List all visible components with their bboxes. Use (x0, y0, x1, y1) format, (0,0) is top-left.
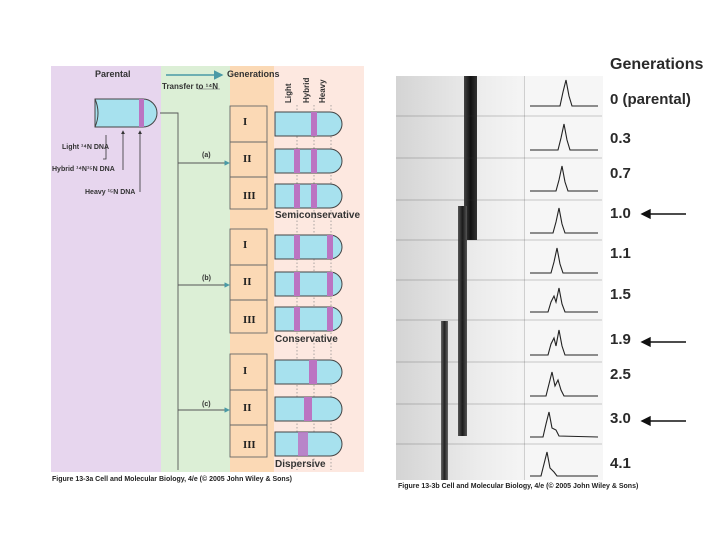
dna-label-heavy: Heavy ¹⁵N DNA (85, 189, 136, 196)
generation-label-4: 1.1 (610, 245, 631, 262)
tubes (274, 111, 343, 457)
gen-a-2: II (243, 155, 252, 165)
profile-strip (524, 76, 603, 480)
gen-b-2: II (243, 278, 252, 288)
dna-label-hybrid: Hybrid ¹⁴N¹⁵N DNA (52, 166, 115, 173)
gen-a-1: I (243, 118, 248, 128)
parental-label: Parental (95, 69, 131, 79)
right-caption: Figure 13-3b Cell and Molecular Biology,… (398, 483, 639, 490)
dna-band-hybrid (458, 206, 467, 436)
generations-header-label: Generations (227, 69, 280, 79)
generation-label-8: 3.0 (610, 410, 631, 427)
gen-b-3: III (243, 316, 256, 326)
transfer-label: Transfer to ¹⁴N (162, 82, 218, 91)
gen-a-3: III (243, 192, 256, 202)
generation-label-0: 0 (parental) (610, 91, 691, 108)
model-b-name: Conservative (275, 334, 338, 345)
generation-label-2: 0.7 (610, 165, 631, 182)
generation-label-6: 1.9 (610, 331, 631, 348)
gen-c-1: I (243, 367, 248, 377)
dna-band-light (441, 321, 448, 480)
transfer-column-bg (161, 66, 230, 472)
model-a-name: Semiconservative (275, 210, 361, 221)
model-b-tag: (b) (202, 275, 211, 282)
model-c-tag: (c) (202, 401, 211, 408)
generation-label-9: 4.1 (610, 455, 631, 472)
pointer-arrows (640, 208, 686, 427)
model-a-tag: (a) (202, 152, 211, 159)
gen-c-2: II (243, 404, 252, 414)
gen-c-3: III (243, 441, 256, 451)
parental-column-bg (51, 66, 161, 472)
left-caption: Figure 13-3a Cell and Molecular Biology,… (52, 476, 292, 483)
dna-label-light: Light ¹⁴N DNA (62, 144, 110, 151)
generation-label-7: 2.5 (610, 366, 631, 383)
model-c-name: Dispersive (275, 459, 326, 470)
generation-label-3: 1.0 (610, 205, 631, 222)
generation-label-1: 0.3 (610, 130, 631, 147)
parental-tube (94, 98, 158, 128)
gen-b-1: I (243, 241, 248, 251)
generation-label-5: 1.5 (610, 286, 631, 303)
generations-title: Generations (610, 56, 704, 73)
